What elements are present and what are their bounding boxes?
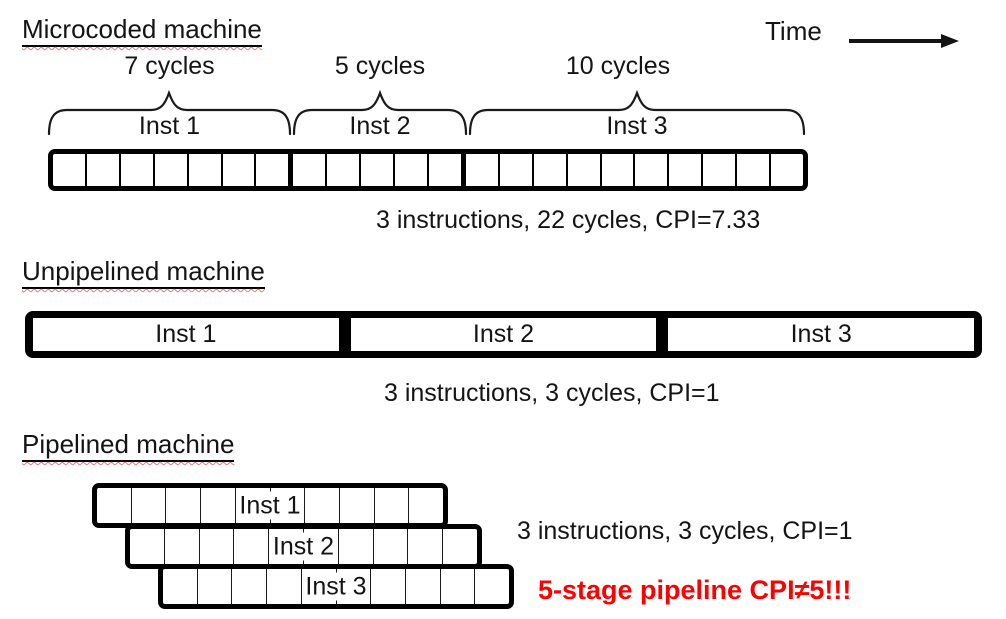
stage-cells — [163, 569, 509, 604]
cycle-cell — [375, 488, 410, 523]
cycle-cell — [441, 569, 476, 604]
microcoded-inst-label-3: Inst 3 — [606, 112, 668, 140]
cycle-cell — [166, 488, 202, 523]
pipelined-section-title: Pipelined machine — [22, 429, 235, 462]
cycle-cell — [130, 529, 165, 564]
microcoded-caption: 3 instructions, 22 cycles, CPI=7.33 — [376, 206, 761, 234]
cycle-cell — [293, 154, 328, 186]
cycle-cell — [200, 529, 235, 564]
cycle-cell — [163, 569, 198, 604]
unpipelined-caption: 3 instructions, 3 cycles, CPI=1 — [384, 379, 720, 407]
cycle-cell — [232, 569, 268, 604]
cycle-cell — [302, 569, 337, 604]
cycle-cell — [121, 154, 155, 186]
cycle-count-label-2: 5 cycles — [334, 52, 426, 80]
cycle-cell — [87, 154, 121, 186]
cycle-cell — [500, 154, 534, 186]
cycle-cell — [429, 154, 466, 186]
unpipelined-bar: Inst 1 Inst 2 Inst 3 — [25, 311, 982, 358]
cycle-cells — [53, 154, 803, 186]
cycle-cell — [267, 569, 302, 604]
cycle-count-label-1: 7 cycles — [124, 52, 215, 80]
pipelined-inst-box-1: Inst 1 — [92, 483, 448, 528]
cycle-cell — [189, 154, 223, 186]
cycle-cell — [256, 154, 294, 186]
brace-icon — [292, 90, 468, 136]
cycle-cell — [602, 154, 636, 186]
cycle-cell — [305, 488, 340, 523]
cycle-cell — [304, 529, 339, 564]
cycle-cell — [97, 488, 132, 523]
cycle-cell — [443, 529, 477, 564]
cycle-cell — [737, 154, 772, 186]
cycle-cell — [703, 154, 738, 186]
brace-icon — [468, 90, 806, 136]
microcoded-section-title: Microcoded machine — [22, 14, 262, 47]
cycle-cell — [236, 488, 271, 523]
unpipelined-inst-slot-1: Inst 1 — [33, 318, 339, 351]
cycle-cell — [165, 529, 200, 564]
stage-cells — [130, 529, 477, 564]
stage-cells — [97, 488, 443, 523]
cycle-cell — [408, 529, 444, 564]
cycle-cell — [568, 154, 602, 186]
cycle-cell — [534, 154, 568, 186]
cycle-cell — [406, 569, 441, 604]
microcoded-cycle-row — [48, 149, 808, 191]
cycle-cell — [53, 154, 87, 186]
cycle-cell — [340, 488, 375, 523]
cycle-cell — [669, 154, 704, 186]
cycle-cell — [223, 154, 257, 186]
cycle-cell — [337, 569, 372, 604]
microcoded-inst-label-1: Inst 1 — [138, 112, 201, 140]
cycle-cell — [269, 529, 304, 564]
cycle-cell — [466, 154, 500, 186]
unpipelined-inst-slot-2: Inst 2 — [350, 318, 657, 351]
cycle-cell — [339, 529, 374, 564]
unpipelined-inst-slot-3: Inst 3 — [668, 318, 975, 351]
cycle-cell — [409, 488, 443, 523]
pipeline-cpi-warning: 5-stage pipeline CPI≠5!!! — [538, 575, 852, 605]
pipelined-inst-box-2: Inst 2 — [125, 524, 482, 569]
pipelined-caption: 3 instructions, 3 cycles, CPI=1 — [517, 517, 853, 545]
brace-icon — [47, 90, 292, 136]
cycle-cell — [395, 154, 429, 186]
cycle-cell — [201, 488, 236, 523]
time-label: Time — [765, 16, 822, 46]
microcoded-inst-label-2: Inst 2 — [349, 112, 411, 140]
cycle-cell — [361, 154, 396, 186]
cycle-cell — [771, 154, 803, 186]
cycle-cell — [475, 569, 509, 604]
cycle-cell — [374, 529, 409, 564]
pipelined-inst-box-3: Inst 3 — [158, 564, 514, 609]
cycle-cell — [234, 529, 270, 564]
cycle-cell — [327, 154, 362, 186]
unpipelined-section-title: Unpipelined machine — [22, 256, 265, 289]
cycle-count-label-3: 10 cycles — [565, 52, 671, 80]
cycle-cell — [155, 154, 189, 186]
cycle-cell — [271, 488, 306, 523]
cycle-cell — [371, 569, 406, 604]
cycle-cell — [132, 488, 167, 523]
time-arrow-icon — [849, 34, 959, 48]
cycle-cell — [635, 154, 670, 186]
cycle-cell — [198, 569, 233, 604]
